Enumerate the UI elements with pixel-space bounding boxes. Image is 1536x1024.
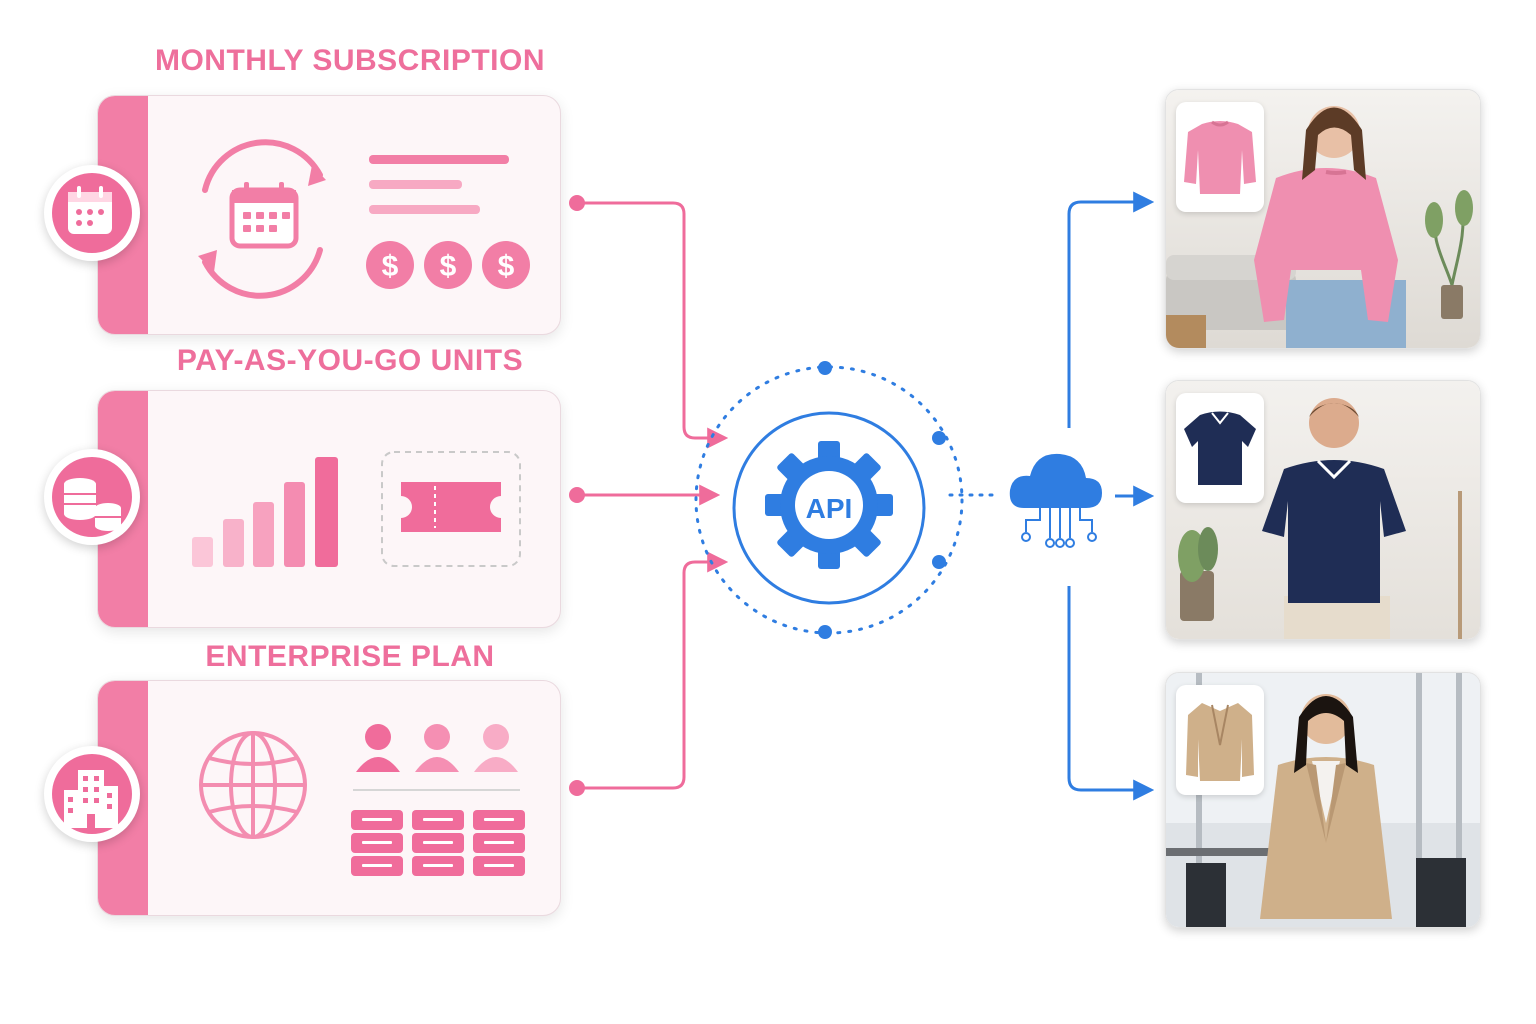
cloud-icon xyxy=(1009,453,1102,548)
garment-thumbnail-polo xyxy=(1176,393,1264,503)
connector-payg-to-api xyxy=(569,484,721,506)
blazer-icon xyxy=(1186,703,1254,781)
api-label: API xyxy=(806,493,853,524)
dollar-coin-icon: $ xyxy=(366,241,414,289)
dollar-symbol: $ xyxy=(382,250,399,283)
building-icon xyxy=(64,770,118,828)
recurring-billing-icon xyxy=(198,139,326,299)
connector-cloud-to-sweater xyxy=(1067,191,1155,428)
usage-bars-icon xyxy=(192,457,338,567)
dollar-coin-icon: $ xyxy=(482,241,530,289)
gear-icon xyxy=(765,441,893,569)
garment-thumbnail-blazer xyxy=(1176,685,1264,795)
garment-thumbnail-sweater xyxy=(1176,102,1264,212)
team-users-icon xyxy=(356,724,518,772)
coins-icon xyxy=(64,478,121,531)
connector-enterprise-to-api xyxy=(569,551,729,796)
dollar-symbol: $ xyxy=(440,250,457,283)
ticket-icon xyxy=(401,482,501,532)
invoice-lines xyxy=(369,155,509,214)
api-hub[interactable]: API xyxy=(694,361,964,639)
globe-icon xyxy=(199,731,307,839)
ticket-frame xyxy=(381,451,521,567)
output-photo-sweater xyxy=(1165,89,1481,349)
plan-title-enterprise: ENTERPRISE PLAN xyxy=(205,640,495,673)
sweater-icon xyxy=(1184,120,1256,194)
plan-title-monthly: MONTHLY SUBSCRIPTION xyxy=(154,44,546,77)
calendar-icon xyxy=(68,186,112,234)
dollar-symbol: $ xyxy=(498,250,515,283)
output-photo-blazer xyxy=(1165,672,1481,928)
output-photo-polo xyxy=(1165,380,1481,640)
connector-monthly-to-api xyxy=(569,195,729,449)
connector-cloud-to-blazer xyxy=(1067,586,1155,801)
coins-badge xyxy=(44,449,140,545)
polo-icon xyxy=(1184,411,1256,485)
dollar-coin-icon: $ xyxy=(424,241,472,289)
server-rack-icon xyxy=(351,810,525,876)
plan-title-payg: PAY-AS-YOU-GO UNITS xyxy=(176,344,524,377)
